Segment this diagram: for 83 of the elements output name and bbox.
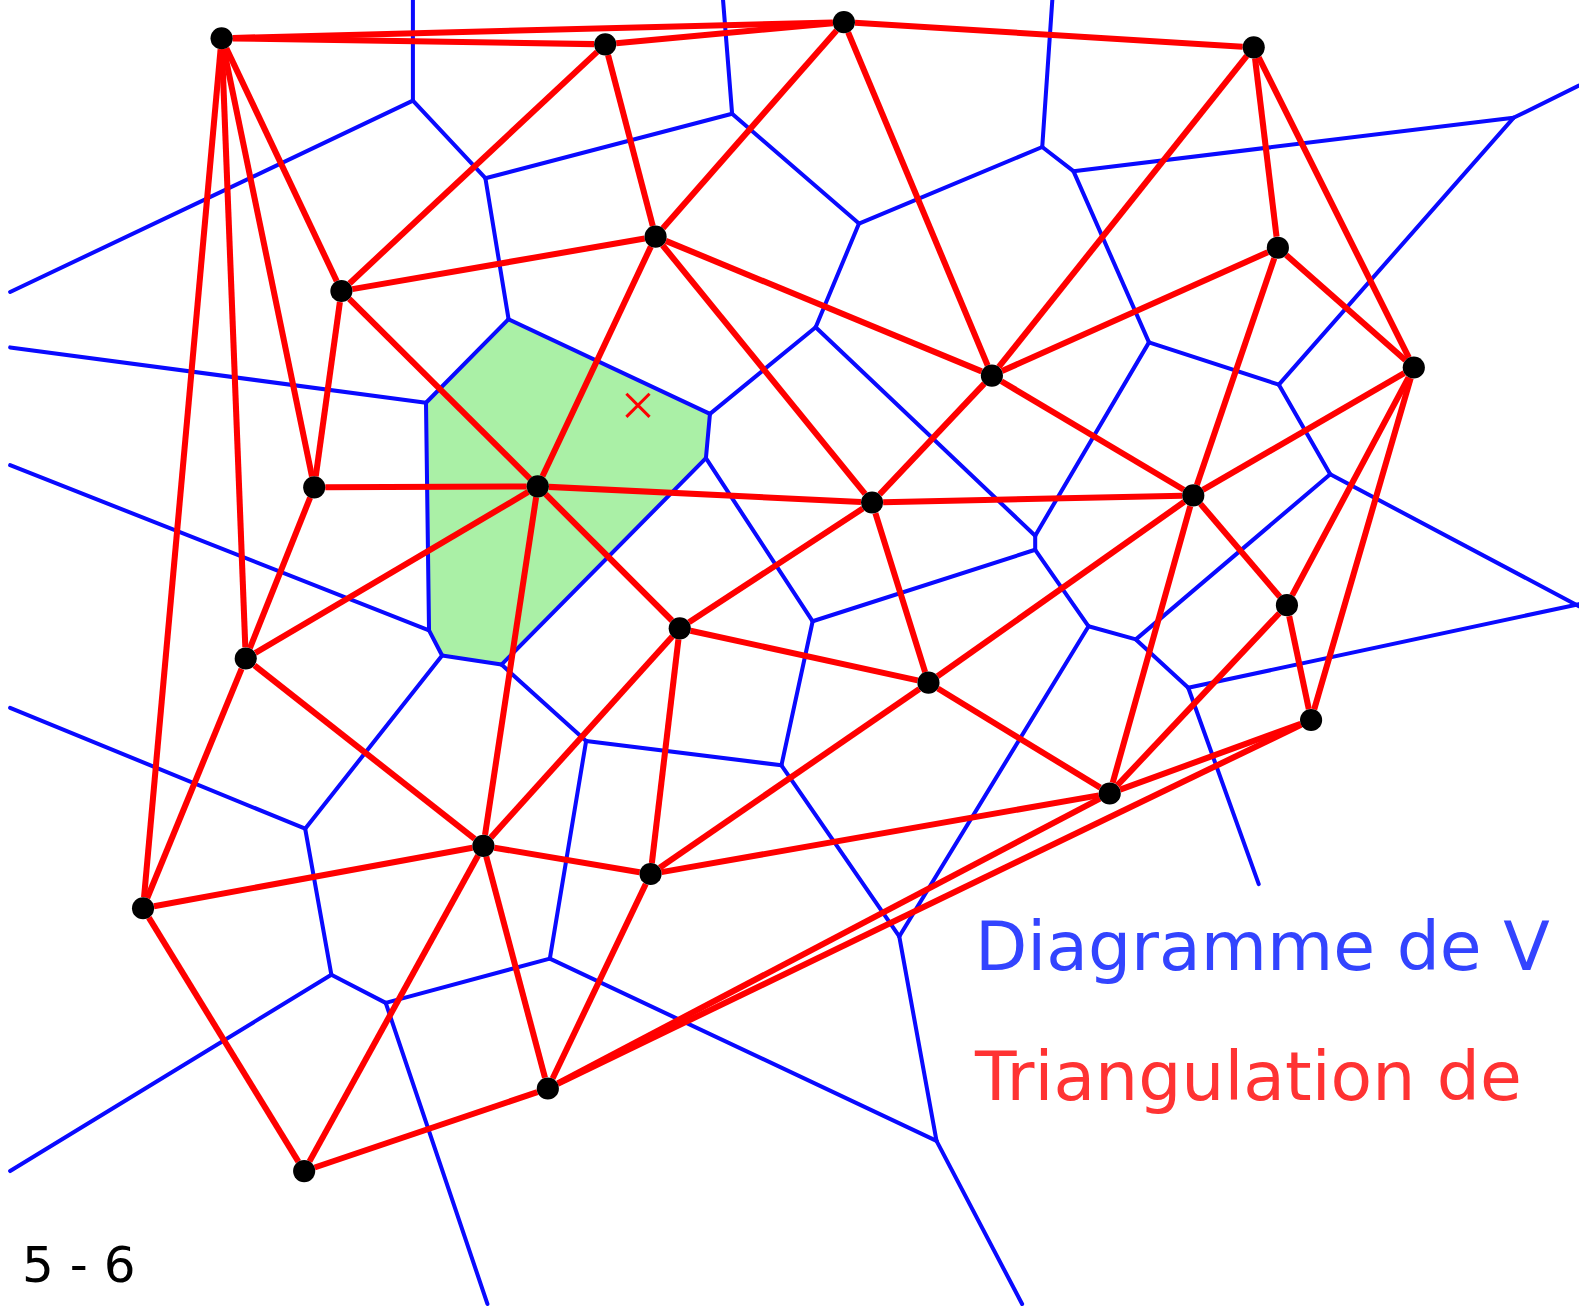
point-dot	[639, 862, 662, 886]
point-dot	[536, 1077, 559, 1100]
triangulation-edge	[232, 19, 833, 41]
triangulation-edge	[539, 245, 654, 478]
triangulation-edge	[223, 46, 340, 283]
point-dot	[668, 617, 691, 640]
triangulation-edge	[935, 499, 1186, 679]
triangulation-edge	[313, 1089, 539, 1171]
triangulation-edge	[660, 243, 868, 496]
triangulation-edge	[999, 378, 1186, 493]
point-dot	[594, 33, 617, 56]
triangulation-edge	[543, 492, 675, 623]
triangulation-edge	[325, 483, 527, 491]
triangulation-edge	[141, 49, 224, 898]
point-dot	[1300, 708, 1323, 732]
point-dot	[131, 897, 155, 920]
point-dot	[1182, 484, 1205, 507]
triangulation-edge	[664, 238, 983, 375]
point-dot	[861, 491, 884, 514]
triangulation-edge	[872, 512, 929, 674]
triangulation-edge	[1000, 249, 1269, 374]
point-dot	[1275, 594, 1298, 617]
triangulation-edge	[657, 686, 922, 871]
triangulation-edge	[306, 854, 481, 1163]
point-dot	[1242, 36, 1265, 59]
triangulation-edge	[219, 49, 249, 648]
page-number: 5 - 6	[22, 1238, 136, 1293]
triangulation-edge	[687, 506, 865, 625]
triangulation-edge	[648, 638, 682, 864]
triangulation-edge	[605, 54, 656, 227]
point-dot	[917, 671, 940, 694]
point-dot	[1098, 782, 1121, 805]
triangulation-edge	[247, 496, 313, 650]
point-dot	[330, 279, 353, 303]
point-dot	[526, 475, 549, 498]
point-dot	[1402, 356, 1425, 379]
point-dot	[293, 1160, 316, 1183]
triangulation-edge	[252, 663, 477, 842]
triangulation-edge	[1255, 55, 1412, 359]
triangulation-edge	[312, 301, 343, 477]
triangulation-edge	[1198, 501, 1283, 599]
triangulation-edge	[488, 634, 675, 840]
triangulation-edge	[660, 792, 1100, 876]
triangulation-edge	[1194, 257, 1278, 486]
triangulation-edge	[146, 916, 301, 1164]
triangulation-edge	[347, 49, 600, 286]
triangulation-edge	[556, 795, 1102, 1087]
triangulation-edge	[1286, 615, 1312, 710]
triangulation-edge	[689, 627, 919, 684]
triangulation-edge	[845, 31, 991, 367]
triangulation-edge	[1119, 720, 1302, 793]
triangulation-edge	[351, 235, 646, 293]
triangulation-edge	[1284, 252, 1408, 363]
triangulation-edge	[660, 28, 839, 231]
triangulation-edge	[493, 844, 641, 876]
triangulation-edge	[1115, 611, 1282, 788]
triangulation-edge	[153, 844, 474, 910]
triangulation-edge	[1311, 377, 1414, 711]
triangulation-edge	[883, 492, 1183, 506]
triangulation-edge	[549, 882, 649, 1080]
triangulation-edge	[936, 685, 1102, 791]
point-dot	[1266, 236, 1289, 259]
triangulation-edge	[347, 296, 533, 481]
point-dot	[303, 476, 326, 499]
caption-text: Triangulation de	[975, 1040, 1522, 1115]
point-dot	[234, 647, 257, 670]
point-dot	[832, 11, 855, 34]
triangulation-edge	[482, 496, 540, 836]
point-dot	[210, 27, 233, 50]
caption-text: Diagramme de V	[975, 910, 1550, 985]
triangulation-edge	[483, 855, 548, 1079]
triangulation-edge	[1252, 57, 1280, 238]
triangulation-edge	[1109, 505, 1194, 784]
triangulation-edge	[996, 54, 1250, 369]
triangulation-edge	[1201, 370, 1406, 493]
triangulation-edge	[548, 483, 862, 505]
triangulation-edge	[877, 381, 987, 497]
triangulation-edge	[253, 489, 530, 656]
triangulation-edge	[144, 667, 245, 900]
triangulation-edge	[854, 19, 1243, 50]
point-dot	[644, 225, 667, 248]
point-dot	[980, 364, 1003, 387]
point-dot	[472, 834, 495, 857]
